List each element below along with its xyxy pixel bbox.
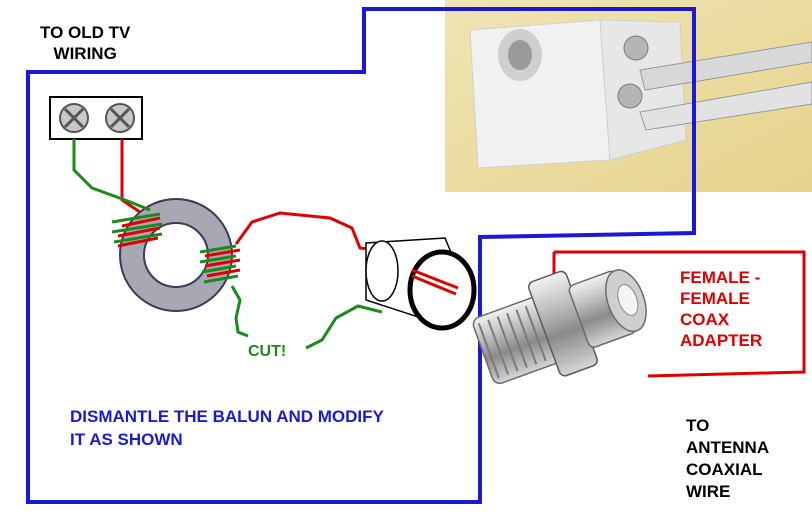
wire-green-side bbox=[199, 244, 383, 350]
label-to-antenna-coaxial-wire: TO ANTENNA COAXIAL WIRE bbox=[686, 416, 770, 501]
wire-green-top bbox=[72, 139, 163, 244]
coax-plug-icon bbox=[365, 237, 477, 331]
label-cut: CUT! bbox=[248, 343, 287, 360]
f-connector-adapter-icon bbox=[472, 269, 647, 385]
enclosure-outline bbox=[26, 7, 696, 504]
label-female-female-adapter: FEMALE - FEMALE COAX ADAPTER bbox=[680, 268, 763, 350]
ferrite-toroid-icon bbox=[119, 198, 233, 312]
label-instructions: DISMANTLE THE BALUN AND MODIFY IT AS SHO… bbox=[70, 407, 384, 449]
balun-photo-icon bbox=[445, 0, 812, 192]
screw-terminal-icon bbox=[49, 96, 143, 140]
label-to-old-tv-wiring: TO OLD TV WIRING bbox=[40, 23, 131, 63]
